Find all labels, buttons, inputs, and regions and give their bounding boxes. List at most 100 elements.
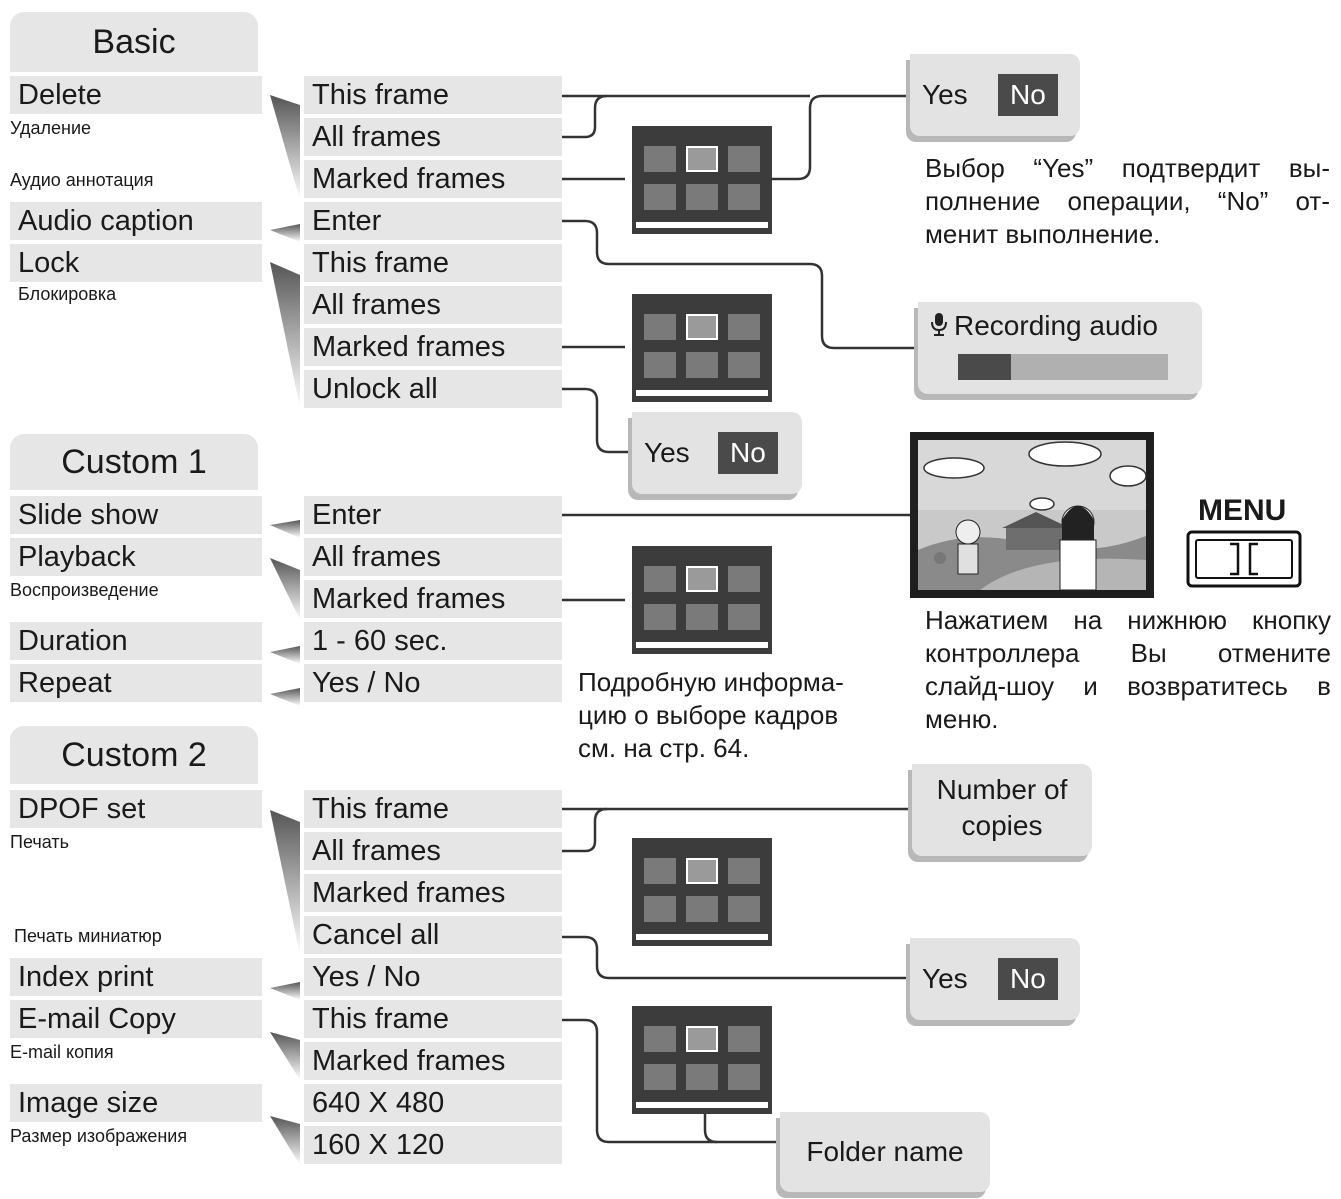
section-header-basic: Basic (10, 12, 258, 72)
thumbnail-grid-icon (632, 838, 772, 946)
option-lock-marked-frames[interactable]: Marked frames (304, 328, 562, 366)
line-email (562, 1018, 780, 1144)
menu-item-image-size[interactable]: Image size (10, 1084, 262, 1122)
folder-name-label: Folder name (806, 1136, 964, 1167)
option-audio-enter[interactable]: Enter (304, 202, 562, 240)
option-delete-all-frames[interactable]: All frames (304, 118, 562, 156)
menu-button-label: MENU (1198, 494, 1287, 527)
yes-option[interactable]: Yes (922, 963, 968, 994)
no-option[interactable]: No (718, 432, 778, 474)
menu-item-playback-ru: Воспроизведение (10, 580, 159, 600)
menu-item-playback[interactable]: Playback (10, 538, 262, 576)
menu-item-audio-ru: Аудио аннотация (10, 170, 154, 190)
number-of-copies-dialog[interactable]: Number of copies (912, 764, 1092, 856)
slideshow-preview-image (910, 432, 1154, 598)
wedge-email (270, 1032, 300, 1080)
note-frame-line1: Подробную информа- (578, 667, 844, 697)
menu-item-lock-ru: Блокировка (18, 284, 117, 304)
line-email-thumb (703, 1110, 718, 1144)
note-yes-no-line1: Выбор “Yes” подтвердит вы- (925, 153, 1330, 183)
line-lock-unlock (562, 387, 632, 454)
menu-button-icon[interactable] (1186, 530, 1304, 588)
note-slideshow-line4: меню. (925, 704, 999, 734)
wedge-imagesize (270, 1116, 300, 1165)
note-slideshow-line2: контроллера Вы отмените (925, 638, 1331, 668)
section-header-custom2: Custom 2 (10, 726, 258, 784)
line-delete-all (562, 94, 608, 139)
menu-item-audio-caption[interactable]: Audio caption (10, 202, 262, 240)
option-lock-all-frames[interactable]: All frames (304, 286, 562, 324)
wedge-playback (270, 558, 300, 620)
recording-audio-label: Recording audio (954, 310, 1158, 341)
option-dpof-cancel-all[interactable]: Cancel all (304, 916, 562, 954)
line-dpof-all (562, 807, 608, 853)
note-yes-no-line2: полнение операции, “No” от- (925, 186, 1330, 216)
note-frame-line3: см. на стр. 64. (578, 733, 750, 763)
line-delete-yesno (772, 94, 910, 181)
option-index-yes-no[interactable]: Yes / No (304, 958, 562, 996)
recording-progress-bar (958, 354, 1168, 380)
menu-item-email-ru: E-mail копия (10, 1042, 114, 1062)
menu-item-index-print[interactable]: Index print (10, 958, 262, 996)
thumbnail-grid-icon (632, 294, 772, 402)
thumbnail-grid-icon (632, 126, 772, 234)
menu-item-delete-ru: Удаление (10, 118, 92, 138)
option-delete-this-frame[interactable]: This frame (304, 76, 562, 114)
yes-no-dialog[interactable]: Yes No (910, 54, 1080, 136)
option-playback-all-frames[interactable]: All frames (304, 538, 562, 576)
option-duration-range[interactable]: 1 - 60 sec. (304, 622, 562, 660)
menu-item-lock[interactable]: Lock (10, 244, 262, 282)
note-frame-selection: Подробную информа- цию о выборе кадров с… (578, 666, 898, 765)
thumbnail-grid-icon (632, 1006, 772, 1114)
option-dpof-marked-frames[interactable]: Marked frames (304, 874, 562, 912)
menu-item-index-ru: Печать миниатюр (14, 926, 162, 946)
recording-progress-fill (958, 354, 1011, 380)
note-frame-line2: цию о выборе кадров (578, 700, 839, 730)
connector-paths (562, 94, 918, 1144)
menu-item-email-copy[interactable]: E-mail Copy (10, 1000, 262, 1038)
recording-audio-dialog: Recording audio (918, 302, 1202, 394)
wedge-index (270, 982, 300, 1000)
note-yes-no-line3: менит выполнение. (925, 219, 1161, 249)
folder-name-dialog[interactable]: Folder name (780, 1112, 990, 1192)
option-lock-this-frame[interactable]: This frame (304, 244, 562, 282)
note-slideshow-cancel: Нажатием на нижнюю кнопку контроллера Вы… (925, 604, 1331, 736)
option-slideshow-enter[interactable]: Enter (304, 496, 562, 534)
option-repeat-yes-no[interactable]: Yes / No (304, 664, 562, 702)
option-dpof-this-frame[interactable]: This frame (304, 790, 562, 828)
wedge-lock (270, 262, 300, 408)
option-email-this-frame[interactable]: This frame (304, 1000, 562, 1038)
note-slideshow-line3: слайд-шоу и возвратитесь в (925, 671, 1331, 701)
yes-no-dialog[interactable]: Yes No (910, 938, 1080, 1020)
yes-no-dialog[interactable]: Yes No (632, 412, 802, 494)
menu-item-delete[interactable]: Delete (10, 76, 262, 114)
menu-item-slide-show[interactable]: Slide show (10, 496, 262, 534)
menu-item-repeat[interactable]: Repeat (10, 664, 262, 702)
option-playback-marked-frames[interactable]: Marked frames (304, 580, 562, 618)
option-size-640[interactable]: 640 X 480 (304, 1084, 562, 1122)
wedge-delete (270, 95, 300, 200)
menu-item-image-size-ru: Размер изображения (10, 1126, 188, 1146)
no-option[interactable]: No (998, 958, 1058, 1000)
option-size-160[interactable]: 160 X 120 (304, 1126, 562, 1164)
number-of-copies-line2: copies (961, 810, 1043, 841)
wedge-slideshow (270, 520, 300, 538)
option-email-marked-frames[interactable]: Marked frames (304, 1042, 562, 1080)
option-lock-unlock-all[interactable]: Unlock all (304, 370, 562, 408)
wedge-audio (270, 224, 300, 242)
thumbnail-grid-icon (632, 546, 772, 654)
line-dpof-cancel (562, 935, 910, 980)
option-delete-marked-frames[interactable]: Marked frames (304, 160, 562, 198)
menu-item-dpof-set[interactable]: DPOF set (10, 790, 262, 828)
yes-option[interactable]: Yes (922, 79, 968, 110)
no-option[interactable]: No (998, 74, 1058, 116)
option-dpof-all-frames[interactable]: All frames (304, 832, 562, 870)
line-audio (562, 219, 918, 350)
number-of-copies-line1: Number of (936, 774, 1068, 805)
menu-item-duration[interactable]: Duration (10, 622, 262, 660)
option-wedges (270, 95, 300, 1165)
yes-option[interactable]: Yes (644, 437, 690, 468)
note-yes-no: Выбор “Yes” подтвердит вы- полнение опер… (925, 152, 1330, 251)
